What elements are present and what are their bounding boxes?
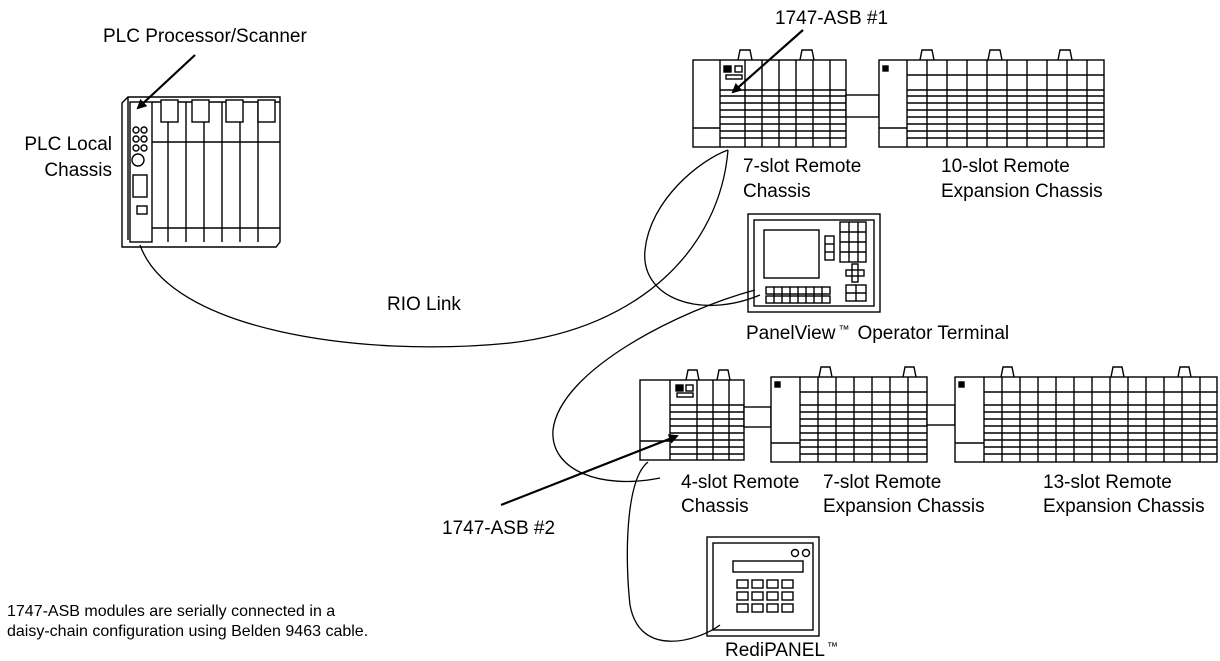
redipanel-name: RediPANEL [725, 640, 825, 661]
note-line-1: 1747-ASB modules are serially connected … [7, 603, 335, 620]
remote4-label-2: Chassis [681, 496, 749, 517]
expansion-chassis-13-slot [954, 366, 1218, 463]
arrow-plc-processor [136, 54, 196, 110]
arrow-asb1 [731, 29, 804, 94]
redipanel-trademark: ™ [827, 641, 838, 653]
plc-local-chassis [121, 96, 281, 248]
plc-processor-label: PLC Processor/Scanner [103, 26, 307, 47]
remote7-label-1: 7-slot Remote [743, 156, 861, 177]
asb2-label: 1747-ASB #2 [442, 518, 555, 539]
remote4-label-1: 4-slot Remote [681, 472, 799, 493]
exp10-label-1: 10-slot Remote [941, 156, 1070, 177]
panelview-name: PanelView [746, 323, 836, 344]
daisy-chain-cable-c [626, 461, 721, 642]
plc-processor-module [129, 101, 153, 243]
panelview-trademark: ™ [838, 324, 849, 336]
rio-link-label: RIO Link [387, 294, 461, 315]
rio-link-cable [139, 149, 729, 348]
asb1-label: 1747-ASB #1 [775, 8, 888, 29]
expansion-chassis-7-slot [770, 366, 928, 463]
exp7-label-2: Expansion Chassis [823, 496, 985, 517]
panelview-suffix: Operator Terminal [857, 323, 1009, 344]
expansion-cable-bottom-2 [926, 404, 956, 426]
note-line-2: daisy-chain configuration using Belden 9… [7, 623, 368, 640]
daisy-chain-cable-b [552, 289, 756, 482]
remote-chassis-4-slot [639, 369, 745, 461]
panelview-screen [763, 229, 820, 279]
exp13-label-1: 13-slot Remote [1043, 472, 1172, 493]
redipanel [706, 536, 820, 637]
cables [139, 149, 761, 642]
expansion-cable-bottom-1 [743, 406, 772, 428]
panelview-terminal [747, 213, 881, 313]
expansion-cable-top [845, 94, 880, 118]
plc-local-label-1: PLC Local [24, 134, 112, 155]
arrow-asb2 [500, 434, 679, 507]
remote-chassis-7-slot [692, 49, 847, 148]
exp7-label-1: 7-slot Remote [823, 472, 941, 493]
remote7-label-2: Chassis [743, 181, 811, 202]
plc-local-label-2: Chassis [44, 160, 112, 181]
expansion-chassis-10-slot [878, 49, 1105, 148]
exp13-label-2: Expansion Chassis [1043, 496, 1205, 517]
exp10-label-2: Expansion Chassis [941, 181, 1103, 202]
